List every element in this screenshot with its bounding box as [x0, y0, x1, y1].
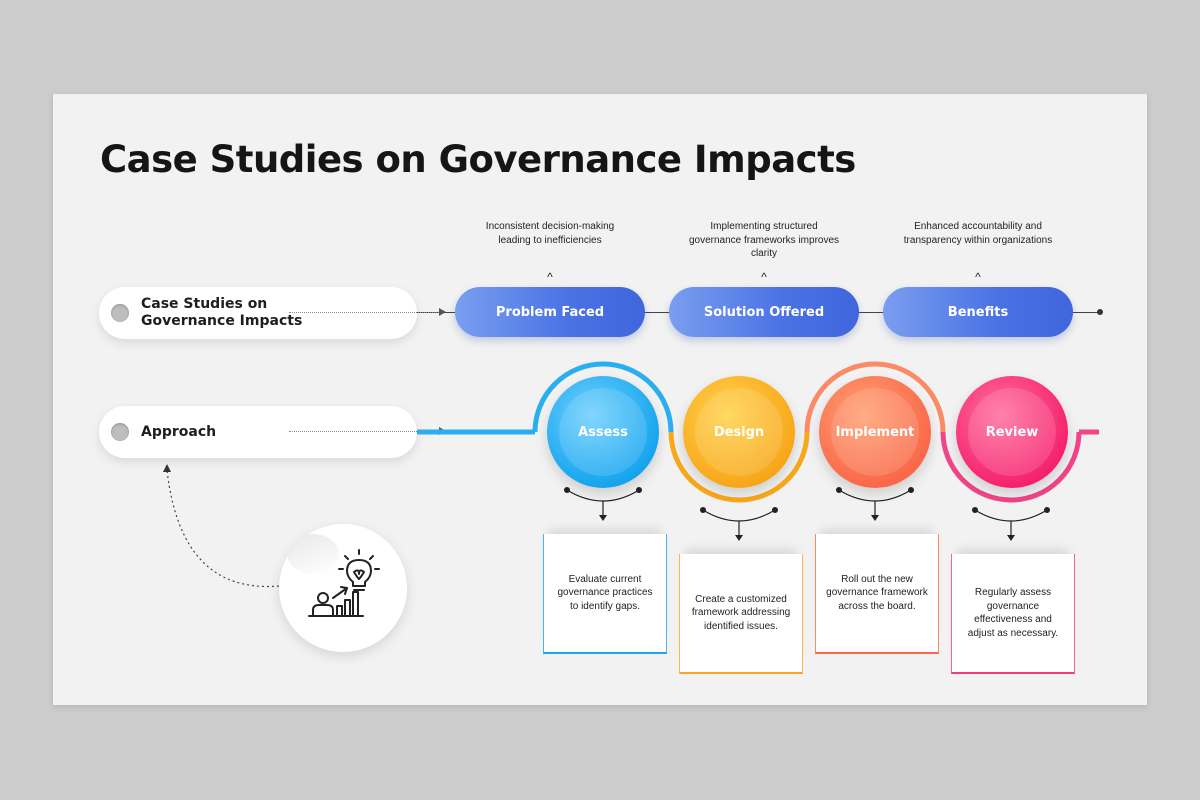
- connector-arc-pink: [940, 431, 1082, 503]
- step-problem-faced: Problem Faced: [455, 287, 645, 337]
- row-bullet: [111, 423, 129, 441]
- benefits-description: Enhanced accountability and transparency…: [903, 221, 1053, 246]
- step-benefits: Benefits: [883, 287, 1073, 337]
- step-label: Benefits: [947, 304, 1009, 320]
- bracket-implement: [838, 489, 912, 517]
- step-label: Review: [985, 424, 1039, 440]
- solution-description: Implementing structured governance frame…: [688, 221, 840, 259]
- step-label: Problem Faced: [495, 304, 605, 320]
- row-label-case-studies: Case Studies on Governance Impacts: [99, 287, 446, 339]
- card-text: Roll out the new governance framework ac…: [826, 573, 928, 612]
- row-label-text: Approach: [141, 423, 217, 440]
- step-design: Design: [683, 376, 795, 488]
- page-title: Case Studies on Governance Impacts: [100, 138, 856, 181]
- card-assess: Evaluate current governance practices to…: [543, 534, 667, 654]
- bracket-assess: [566, 489, 640, 517]
- row-bullet: [111, 304, 129, 322]
- row-label-text: Case Studies on Governance Impacts: [141, 296, 303, 329]
- step-review: Review: [956, 376, 1068, 488]
- approach-connector: [163, 361, 1099, 588]
- connector-arc-blue: [532, 361, 674, 433]
- card-implement: Roll out the new governance framework ac…: [815, 534, 939, 654]
- slide: Case Studies on Governance Impacts Case …: [53, 94, 1147, 705]
- card-review: Regularly assess governance effectivenes…: [951, 554, 1075, 674]
- caret-up-icon: ^: [761, 270, 767, 284]
- growth-icon-badge: [279, 524, 407, 652]
- step-solution-offered: Solution Offered: [669, 287, 859, 337]
- bracket-design: [702, 509, 776, 537]
- step-implement: Implement: [819, 376, 931, 488]
- person-chart-lightbulb-icon: [308, 549, 380, 617]
- step-assess: Assess: [547, 376, 659, 488]
- card-design: Create a customized framework addressing…: [679, 554, 803, 674]
- caret-up-icon: ^: [975, 270, 981, 284]
- caret-up-icon: ^: [547, 270, 553, 284]
- card-text: Evaluate current governance practices to…: [557, 573, 653, 612]
- step-label: Solution Offered: [703, 304, 825, 320]
- dotted-curve-arrow: [166, 469, 280, 588]
- connector-arc-coral: [804, 361, 946, 433]
- bracket-implement-marks: [836, 487, 914, 521]
- arrowhead-icon: [163, 464, 171, 472]
- dotted-arrow: [289, 308, 446, 316]
- connector-arc-orange: [668, 431, 810, 503]
- step-label: Design: [713, 424, 765, 440]
- bracket-review: [974, 509, 1048, 537]
- card-text: Regularly assess governance effectivenes…: [967, 587, 1059, 639]
- row-label-approach: Approach: [99, 406, 446, 458]
- bracket-design-marks: [700, 507, 778, 541]
- bracket-review-marks: [972, 507, 1050, 541]
- step-label: Assess: [578, 424, 628, 440]
- problem-description: Inconsistent decision-making leading to …: [485, 221, 615, 246]
- card-text: Create a customized framework addressing…: [691, 593, 791, 632]
- timeline-end-dot: [1097, 309, 1103, 315]
- bracket-assess-marks: [564, 487, 642, 521]
- step-label: Implement: [835, 424, 915, 440]
